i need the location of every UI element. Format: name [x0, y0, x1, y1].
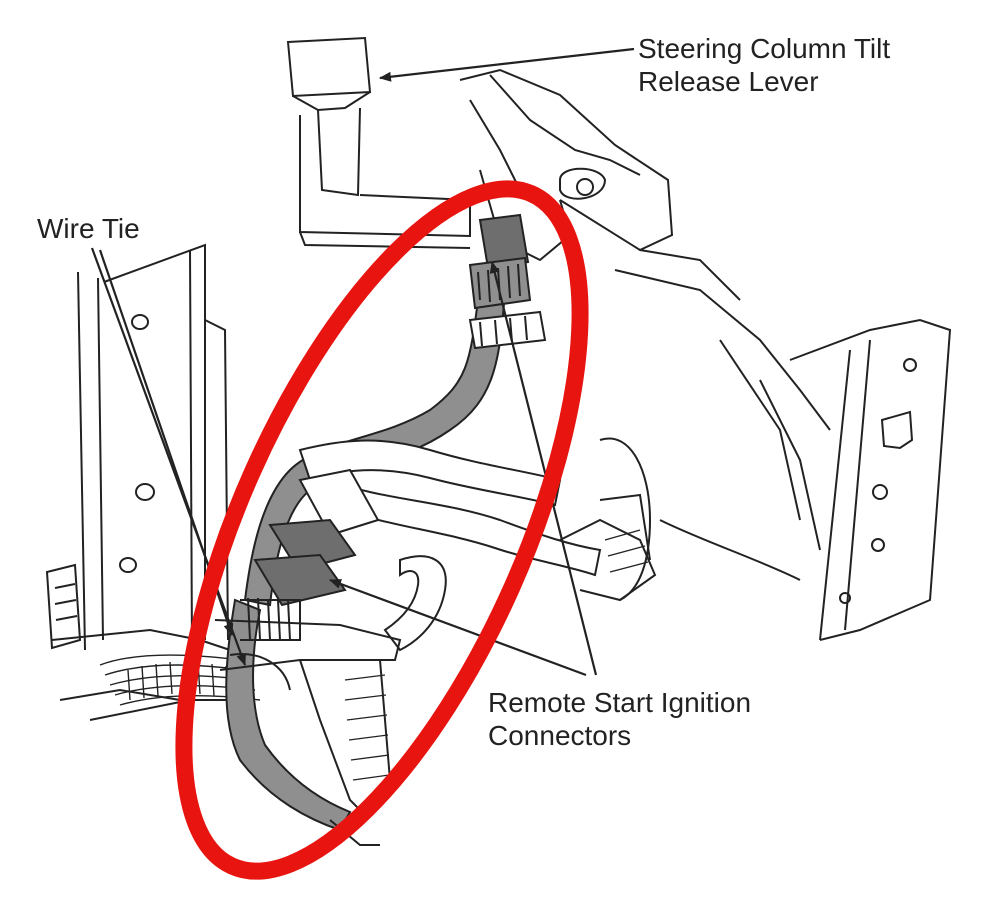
remote-start-label-line-1: Remote Start Ignition [488, 687, 752, 718]
middle-ignition-connector [240, 468, 380, 641]
tilt-lever-label-line-2: Release Lever [638, 66, 819, 97]
remote-start-label: Remote Start Ignition Connectors [488, 686, 751, 752]
wire-tie-label-text: Wire Tie [37, 213, 140, 244]
right-panel-bracket [599, 269, 952, 641]
remote-start-arrow-2 [329, 578, 587, 677]
wire-tie-arrow-1 [90, 247, 247, 666]
steering-column [286, 36, 741, 301]
tilt-lever-arrow [379, 47, 635, 82]
wire-tie-label: Wire Tie [37, 212, 140, 245]
left-panel-bracket [45, 243, 240, 721]
remote-start-label-line-2: Connectors [488, 720, 632, 751]
callout-arrows [90, 47, 635, 677]
tilt-lever-label: Steering Column Tilt Release Lever [638, 32, 890, 98]
highlight-ellipse [175, 180, 589, 880]
remote-start-arrow-1 [489, 261, 598, 676]
lower-connector-bracket [214, 493, 657, 846]
tilt-lever-label-line-1: Steering Column Tilt [638, 33, 891, 64]
upper-ignition-connector [468, 213, 547, 350]
